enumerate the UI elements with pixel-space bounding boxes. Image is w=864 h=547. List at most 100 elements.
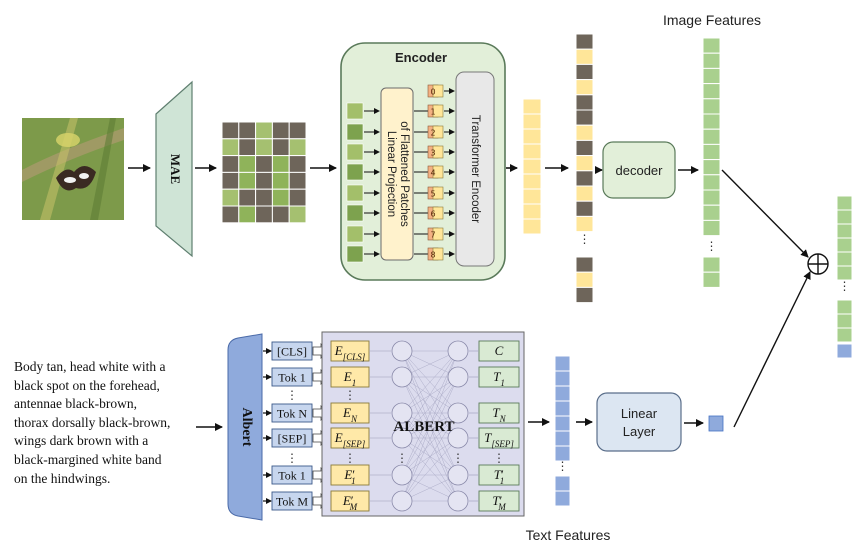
albert-side-label: Albert	[239, 408, 254, 447]
text-token-cell	[554, 370, 571, 387]
butterfly-input-image	[22, 118, 124, 220]
image-feature-cell	[702, 159, 721, 176]
net-node	[447, 427, 469, 449]
caption-line: black-margined white band	[14, 451, 162, 467]
transformer-encoder-label: Transformer Encoder	[469, 115, 481, 223]
decoder-block	[602, 141, 676, 199]
visible-token	[575, 155, 594, 172]
mask-token	[575, 139, 594, 157]
visible-patch	[221, 188, 240, 207]
mask-token	[575, 33, 594, 50]
encoder-input-patch	[346, 163, 364, 181]
caption-line: antennae black-brown,	[14, 396, 137, 412]
visible-patch	[238, 205, 257, 224]
embedding-label: E[SEP]	[334, 430, 366, 449]
masked-patch	[271, 138, 290, 157]
embedding-ellipsis: ⋮	[344, 388, 356, 402]
encoded-token	[522, 173, 542, 190]
net-node	[447, 340, 469, 362]
masked-patch	[238, 121, 257, 140]
input-token-label: Tok N	[277, 407, 307, 421]
position-index: 5	[430, 190, 435, 199]
output-box	[478, 402, 520, 424]
net-node	[391, 464, 413, 486]
text-token-features: ⋮	[554, 355, 571, 507]
output-box	[478, 490, 520, 512]
image-feature-cell	[702, 113, 721, 130]
text-token-cell	[554, 490, 571, 507]
encoded-token	[522, 203, 542, 220]
decoder-label: decoder	[616, 163, 664, 178]
net-node	[391, 366, 413, 388]
transformer-encoder-block	[455, 71, 495, 267]
image-feature-vector: ⋮	[702, 37, 721, 288]
linear-projection-label-line1: Linear Projection	[385, 131, 397, 217]
mae-label: MAE	[168, 154, 183, 184]
position-index: 4	[430, 169, 435, 178]
text-token-cell	[554, 415, 571, 432]
patch-embedding-box	[432, 186, 444, 200]
masked-patch	[255, 171, 273, 190]
caption-line: on the hindwings.	[14, 470, 111, 486]
net-edge	[401, 376, 459, 414]
embedding-ellipsis: ⋮	[344, 451, 356, 465]
embedding-label: E[CLS]	[334, 343, 366, 362]
embedding-label: EN	[342, 405, 358, 424]
output-label: T′M	[492, 493, 506, 512]
net-edge	[401, 350, 459, 476]
mask-token	[575, 63, 594, 81]
net-ellipsis: ⋮	[396, 451, 408, 465]
fused-image-cell	[836, 327, 853, 343]
net-node	[447, 490, 469, 512]
encoder-input-patch	[346, 102, 364, 120]
patch-embedding-box	[432, 104, 444, 118]
position-index: 3	[430, 149, 435, 158]
encoder-input-patch	[346, 245, 364, 263]
output-box	[478, 340, 520, 362]
linear-layer-label-line2: Layer	[623, 424, 656, 439]
masked-patch	[221, 205, 240, 224]
input-token-ellipsis: ⋮	[286, 388, 298, 402]
output-label: T1	[493, 369, 505, 388]
input-token-ellipsis: ⋮	[286, 451, 298, 465]
visible-patch	[221, 138, 240, 157]
embedding-box	[330, 427, 370, 449]
masked-patch	[238, 138, 257, 157]
patch-embedding-box	[432, 125, 444, 139]
token-ellipsis: ⋮	[579, 232, 591, 246]
encoded-token	[522, 143, 542, 160]
encoded-token	[522, 218, 542, 235]
text-token-cell	[554, 385, 571, 402]
masked-patch	[238, 188, 257, 207]
visible-token	[575, 124, 594, 141]
visible-patch	[238, 171, 257, 190]
net-node	[391, 490, 413, 512]
visible-patch	[255, 121, 273, 140]
text-token-cell	[554, 445, 571, 462]
encoded-token	[522, 128, 542, 145]
input-token-box	[271, 491, 313, 511]
fused-image-cell	[836, 299, 853, 315]
text-token-cell	[554, 400, 571, 417]
input-token-label: [CLS]	[277, 345, 307, 359]
linear-layer-label-line1: Linear	[621, 406, 658, 421]
encoded-token	[522, 98, 542, 115]
embedding-box	[330, 464, 370, 486]
visible-patch	[271, 188, 290, 207]
linear-projection-label-line2: of Flattened Patches	[398, 121, 410, 227]
text-token-ellipsis: ⋮	[557, 459, 569, 473]
visible-token	[575, 271, 594, 288]
visible-patch	[271, 171, 290, 190]
text-feature-vector	[708, 415, 724, 432]
patch-embedding-box	[432, 247, 444, 261]
input-token-label: Tok 1	[278, 371, 306, 385]
net-edge	[401, 350, 459, 439]
encoder-input-patch	[346, 143, 364, 161]
masked-patch	[221, 155, 240, 173]
text-token-cell	[554, 475, 571, 492]
embedding-label: E1	[343, 369, 356, 388]
output-label: T′1	[494, 467, 505, 486]
position-index: 8	[430, 251, 435, 260]
visible-patch	[288, 138, 307, 157]
